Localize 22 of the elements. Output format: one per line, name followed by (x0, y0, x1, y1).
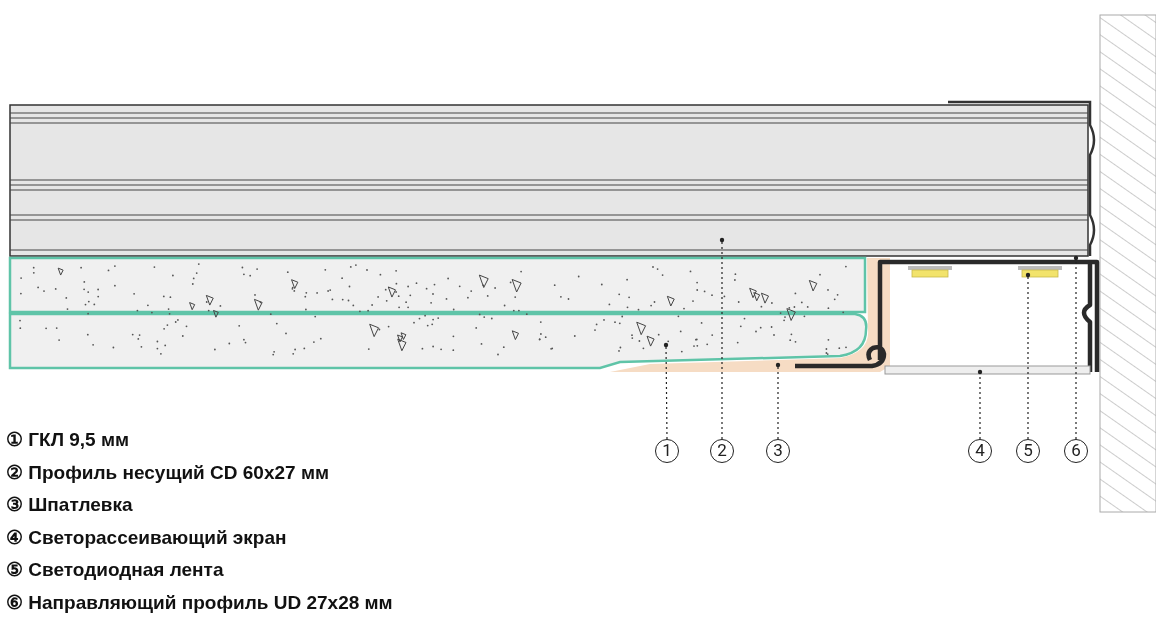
leader-line (1073, 255, 1079, 440)
part-list-item: ② Профиль несущий CD 60x27 мм (6, 460, 330, 484)
leader-line (1025, 272, 1031, 440)
callout-number: 2 (710, 439, 734, 463)
leader-line (663, 342, 669, 440)
part-list-item: ⑥ Направляющий профиль UD 27x28 мм (6, 591, 393, 614)
part-list-item: ① ГКЛ 9,5 мм (6, 428, 130, 451)
part-list-item: ④ Светорассеивающий экран (6, 525, 287, 549)
drywall-layers (8, 256, 868, 370)
leader-line (775, 362, 781, 440)
leader-line (977, 369, 983, 440)
callout-number: 4 (968, 439, 992, 463)
putty-fill (610, 258, 890, 372)
guide-profile (792, 259, 1100, 375)
callout-number: 3 (766, 439, 790, 463)
part-list-item: ③ Шпатлевка (6, 493, 133, 517)
leader-line (719, 237, 725, 440)
callout-number: 1 (655, 439, 679, 463)
callout-number: 5 (1016, 439, 1040, 463)
ceiling-profile (9, 100, 1096, 257)
part-list-item: ⑤ Светодиодная лента (6, 558, 224, 582)
callout-number: 6 (1064, 439, 1088, 463)
